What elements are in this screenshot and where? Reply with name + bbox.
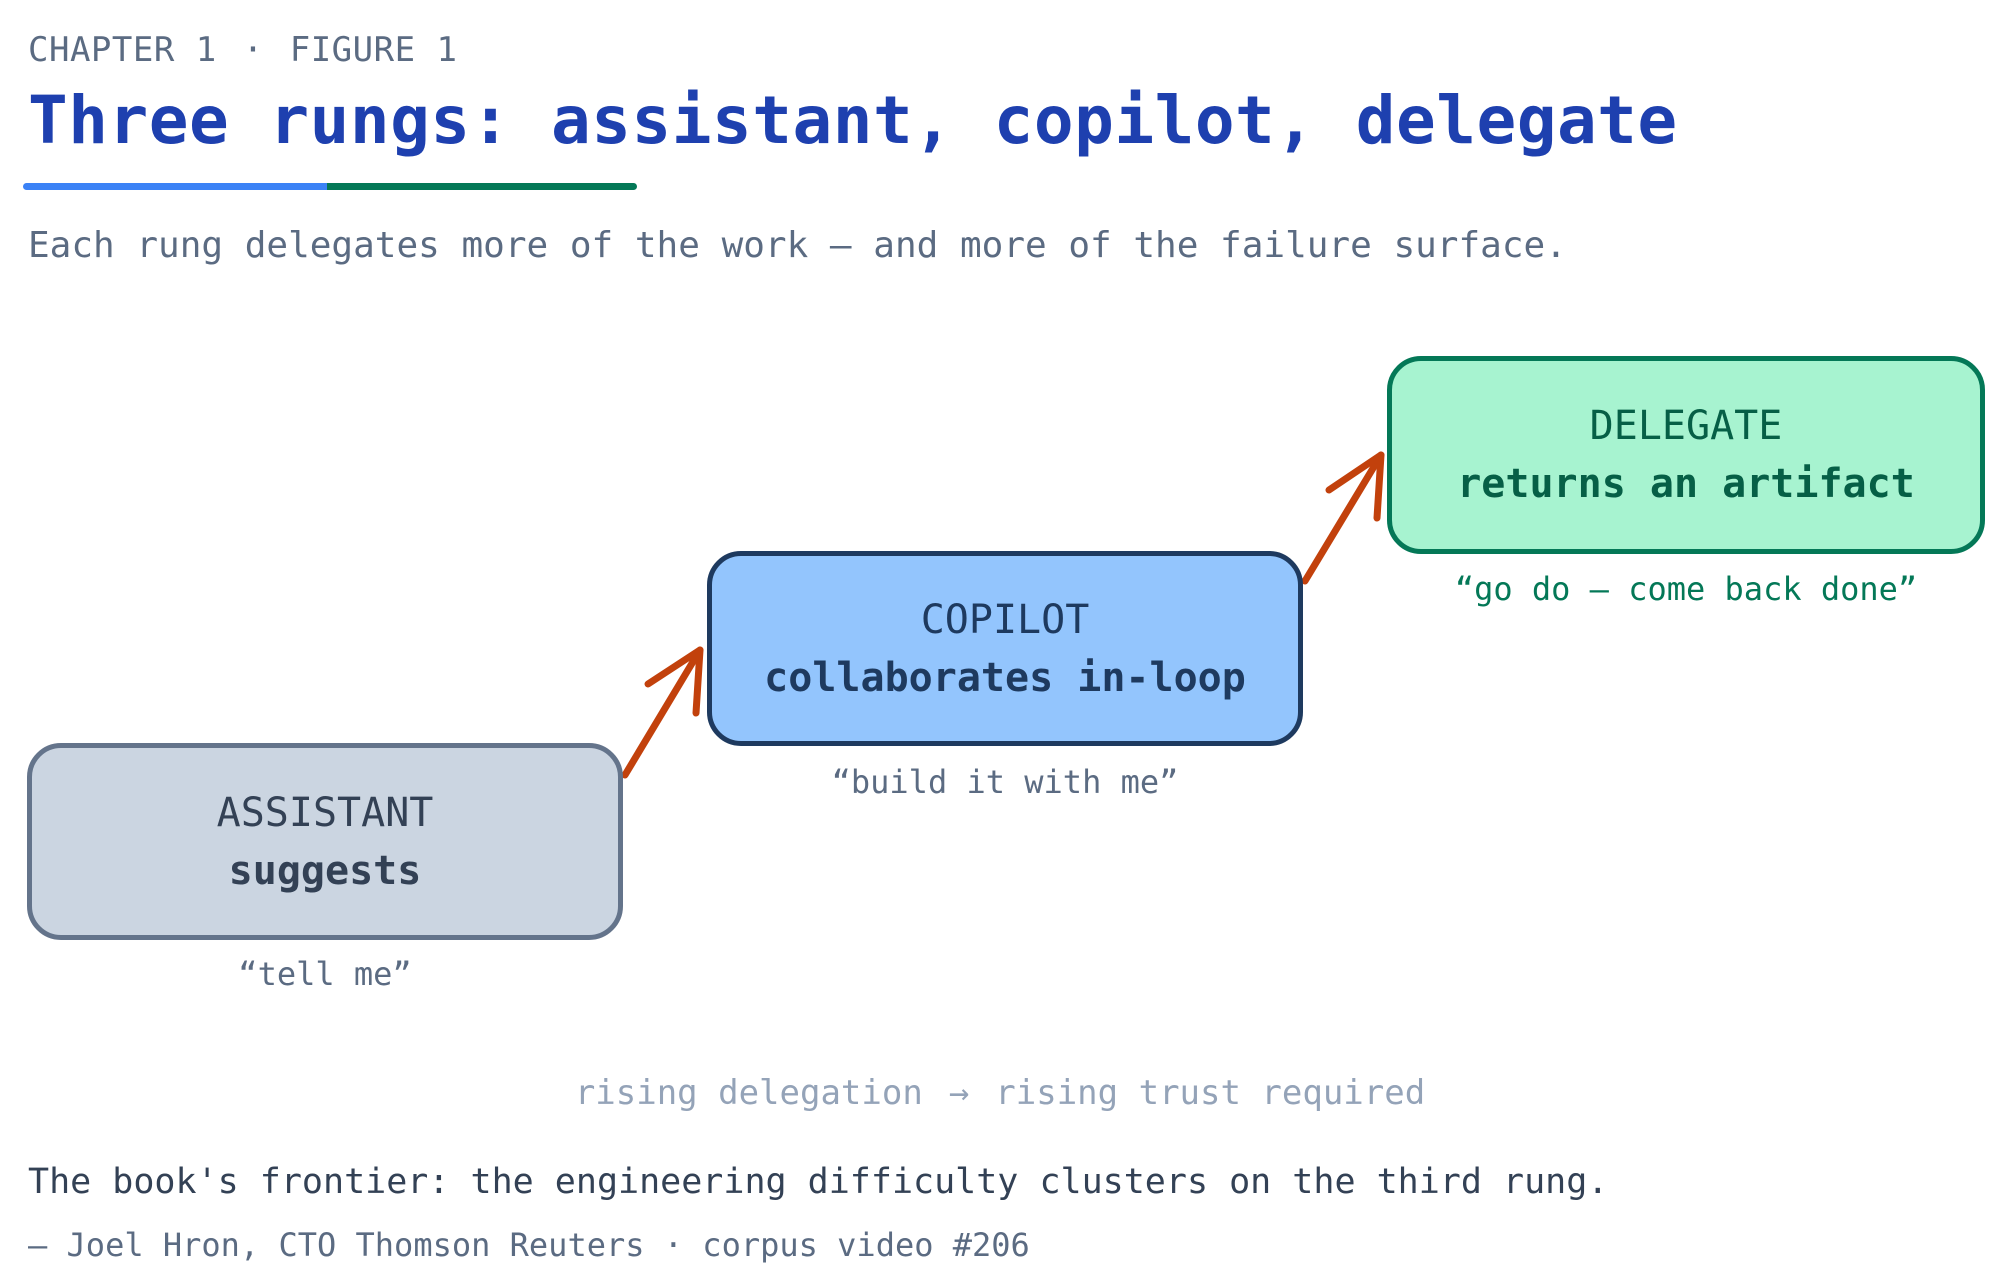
page-title: Three rungs: assistant, copilot, delegat… [28,82,1678,159]
scale-arrow-icon: → [948,1073,970,1113]
frontier-note: The book's frontier: the engineering dif… [28,1162,1609,1202]
rung-assistant-box: ASSISTANT suggests [27,743,623,940]
rung-delegate-name: DELEGATE [1589,403,1783,449]
title-underline-blue [23,183,329,190]
rung-assistant-name: ASSISTANT [216,789,434,836]
figure-label: FIGURE 1 [289,30,458,70]
eyebrow-separator: · [242,30,264,70]
rung-delegate-quote: “go do — come back done” [1454,570,1918,608]
scale-right-label: rising trust required [995,1073,1426,1113]
rung-assistant-quote: “tell me” [238,955,412,993]
delegation-scale: rising delegation → rising trust required [575,1073,1425,1113]
arrow-assistant-to-copilot [621,646,704,779]
attribution: — Joel Hron, CTO Thomson Reuters · corpu… [28,1226,1030,1264]
rung-copilot-role: collaborates in-loop [764,654,1246,701]
page-subtitle: Each rung delegates more of the work — a… [28,225,1567,266]
arrow-copilot-to-delegate [1301,451,1385,585]
rung-copilot-quote: “build it with me” [831,763,1179,801]
eyebrow: CHAPTER 1 · FIGURE 1 [28,30,457,70]
rung-copilot-box: COPILOT collaborates in-loop [707,551,1303,746]
rung-delegate-role: returns an artifact [1457,461,1915,507]
rung-copilot-name: COPILOT [920,596,1090,643]
rung-delegate-box: DELEGATE returns an artifact [1387,356,1985,554]
title-underline-green [327,183,637,190]
scale-left-label: rising delegation [574,1073,923,1113]
rung-assistant-role: suggests [228,847,422,894]
chapter-label: CHAPTER 1 [28,30,217,70]
